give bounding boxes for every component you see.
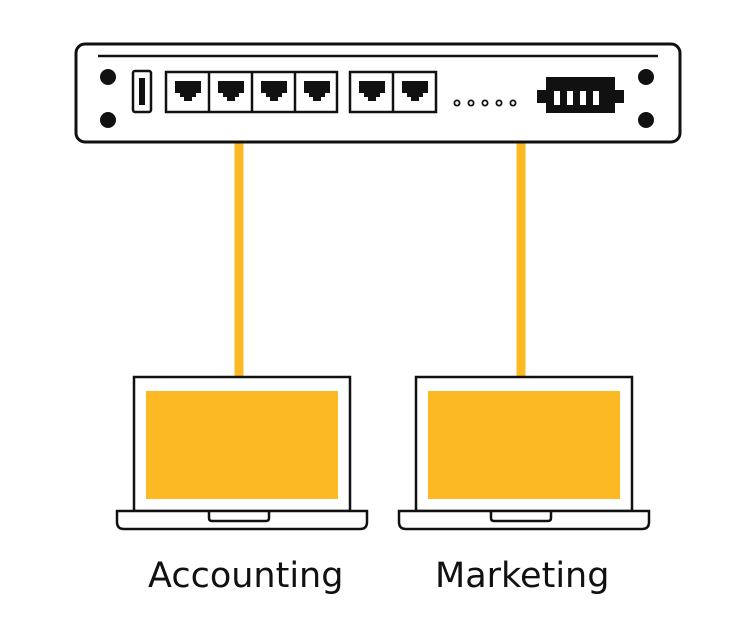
laptop-marketing-icon: [397, 375, 651, 531]
usb-port-icon: [131, 69, 153, 114]
label-marketing: Marketing: [435, 556, 610, 596]
ethernet-port-5: [359, 81, 385, 101]
ethernet-port-1: [175, 81, 201, 101]
status-led-icons: [453, 99, 517, 107]
laptop-screen-marketing: [428, 391, 620, 499]
network-switch-icon: [74, 42, 682, 144]
terminal-block-icon: [537, 77, 624, 113]
laptop-screen-accounting: [146, 391, 338, 499]
label-accounting: Accounting: [148, 556, 344, 596]
ethernet-port-4: [304, 81, 330, 101]
ethernet-port-2: [218, 81, 244, 101]
ethernet-port-6: [402, 81, 428, 101]
laptop-accounting-icon: [115, 375, 369, 531]
ethernet-port-3: [261, 81, 287, 101]
